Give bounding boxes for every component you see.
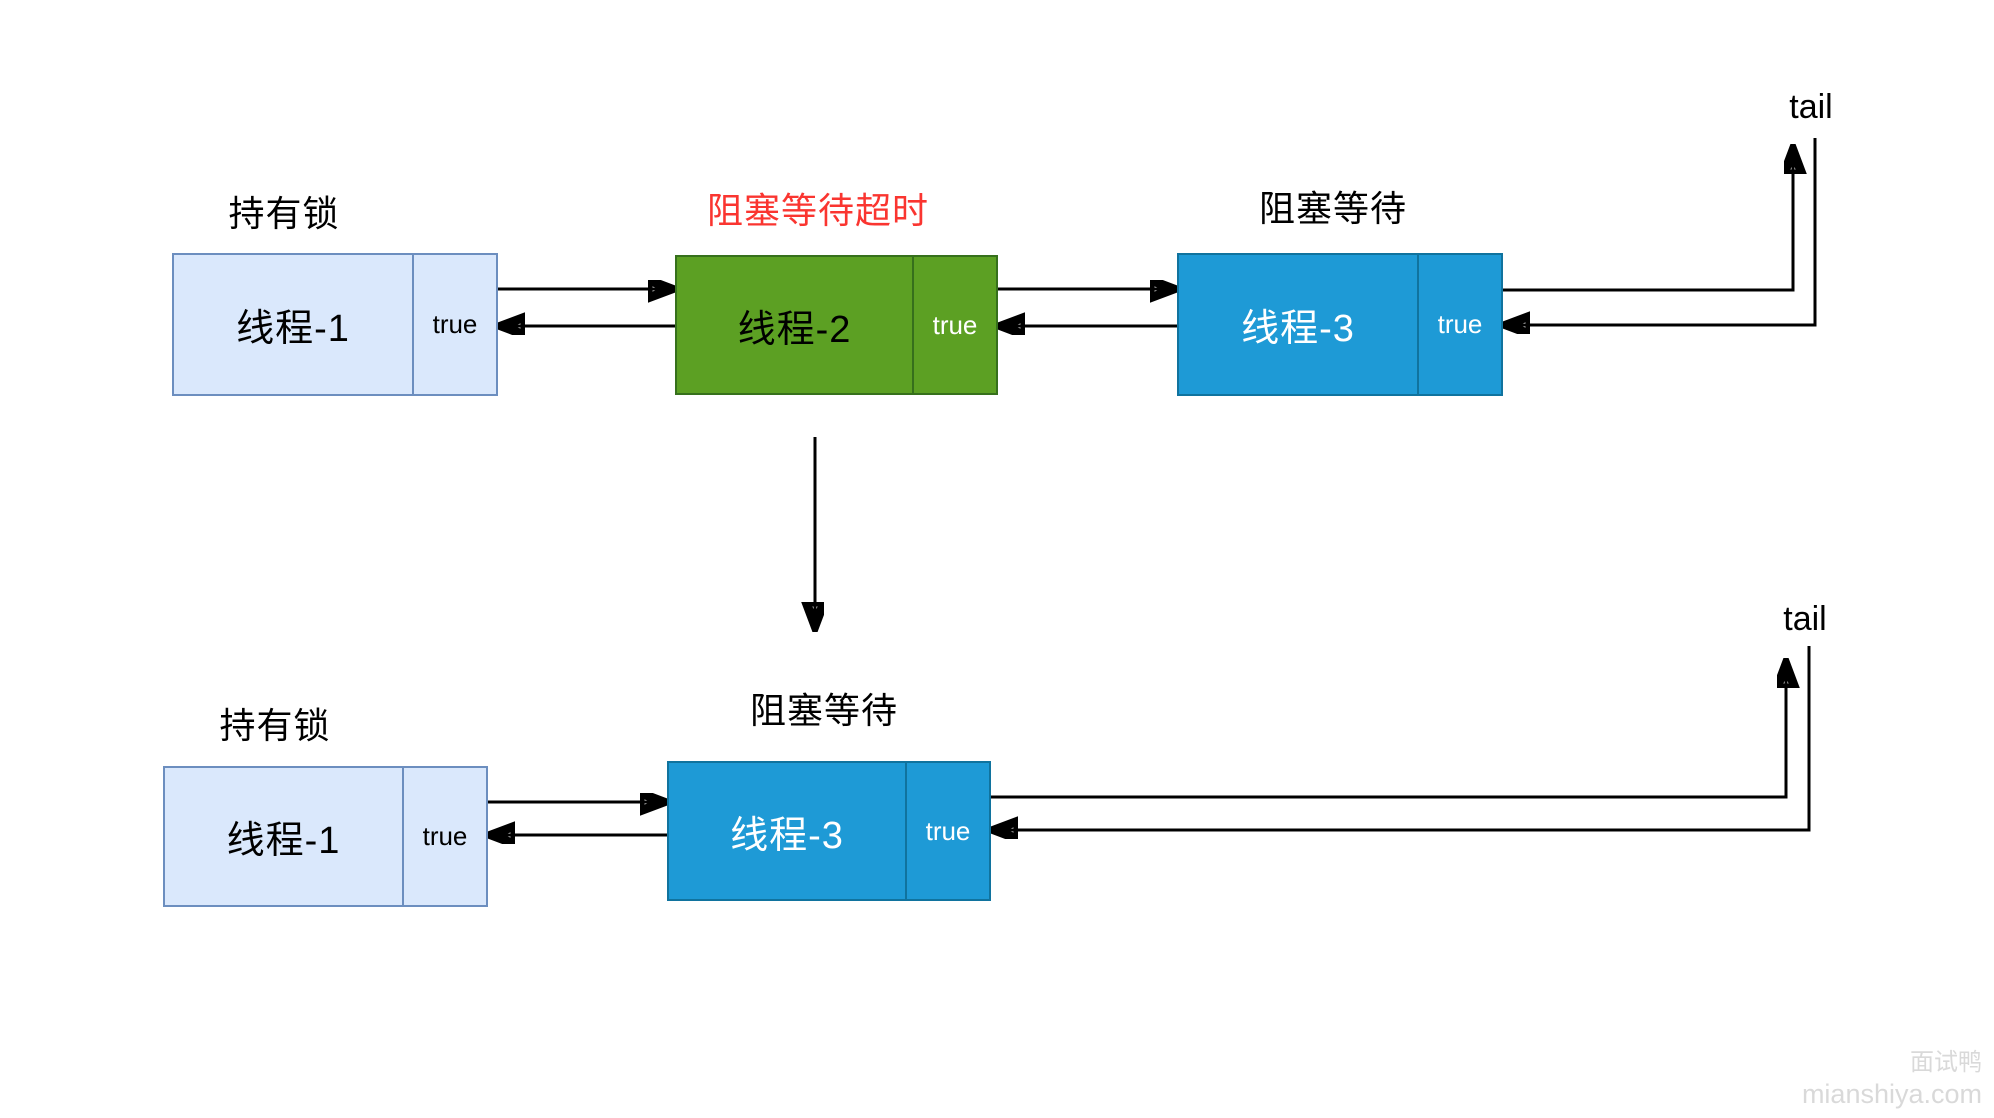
arrow-top-tail-to-t3 <box>1506 138 1817 325</box>
arrow-top-t3-to-tail <box>1503 150 1793 292</box>
watermark-site: mianshiya.com <box>1801 1078 1982 1109</box>
label-block-wait-top: 阻塞等待 <box>1258 188 1407 229</box>
thread-1-name-bottom: 线程-1 <box>226 820 341 862</box>
thread-3-name-top: 线程-3 <box>1241 308 1355 350</box>
thread-2-name-top: 线程-2 <box>737 308 852 351</box>
arrow-bottom-tail-to-t3 <box>994 646 1811 830</box>
thread-1-node-bottom: 线程-1 true <box>163 766 488 907</box>
label-block-wait-bottom: 阻塞等待 <box>749 690 898 731</box>
thread-1-flag-top: true <box>412 255 496 394</box>
thread-1-node-top: 线程-1 true <box>172 253 498 396</box>
thread-3-flag-bottom: true <box>905 763 989 899</box>
thread-3-name-bottom: 线程-3 <box>730 814 844 857</box>
watermark-brand: 面试鸭 <box>1910 1048 1982 1076</box>
thread-2-node-top: 线程-2 true <box>675 255 998 395</box>
thread-3-flag-top: true <box>1417 255 1501 394</box>
label-holds-lock-bottom: 持有锁 <box>219 705 331 746</box>
tail-label-top: tail <box>1789 88 1833 126</box>
thread-2-flag-top: true <box>912 257 996 393</box>
thread-1-flag-bottom: true <box>402 768 486 905</box>
thread-3-node-top: 线程-3 true <box>1177 253 1503 396</box>
tail-label-bottom: tail <box>1783 600 1827 638</box>
thread-1-name-top: 线程-1 <box>236 308 350 350</box>
watermark: 面试鸭 mianshiya.com <box>1802 1049 1982 1110</box>
label-holds-lock-top: 持有锁 <box>228 193 340 234</box>
label-block-wait-timeout-top: 阻塞等待超时 <box>706 190 929 231</box>
thread-3-node-bottom: 线程-3 true <box>667 761 991 901</box>
arrow-bottom-t3-to-tail <box>991 664 1786 799</box>
